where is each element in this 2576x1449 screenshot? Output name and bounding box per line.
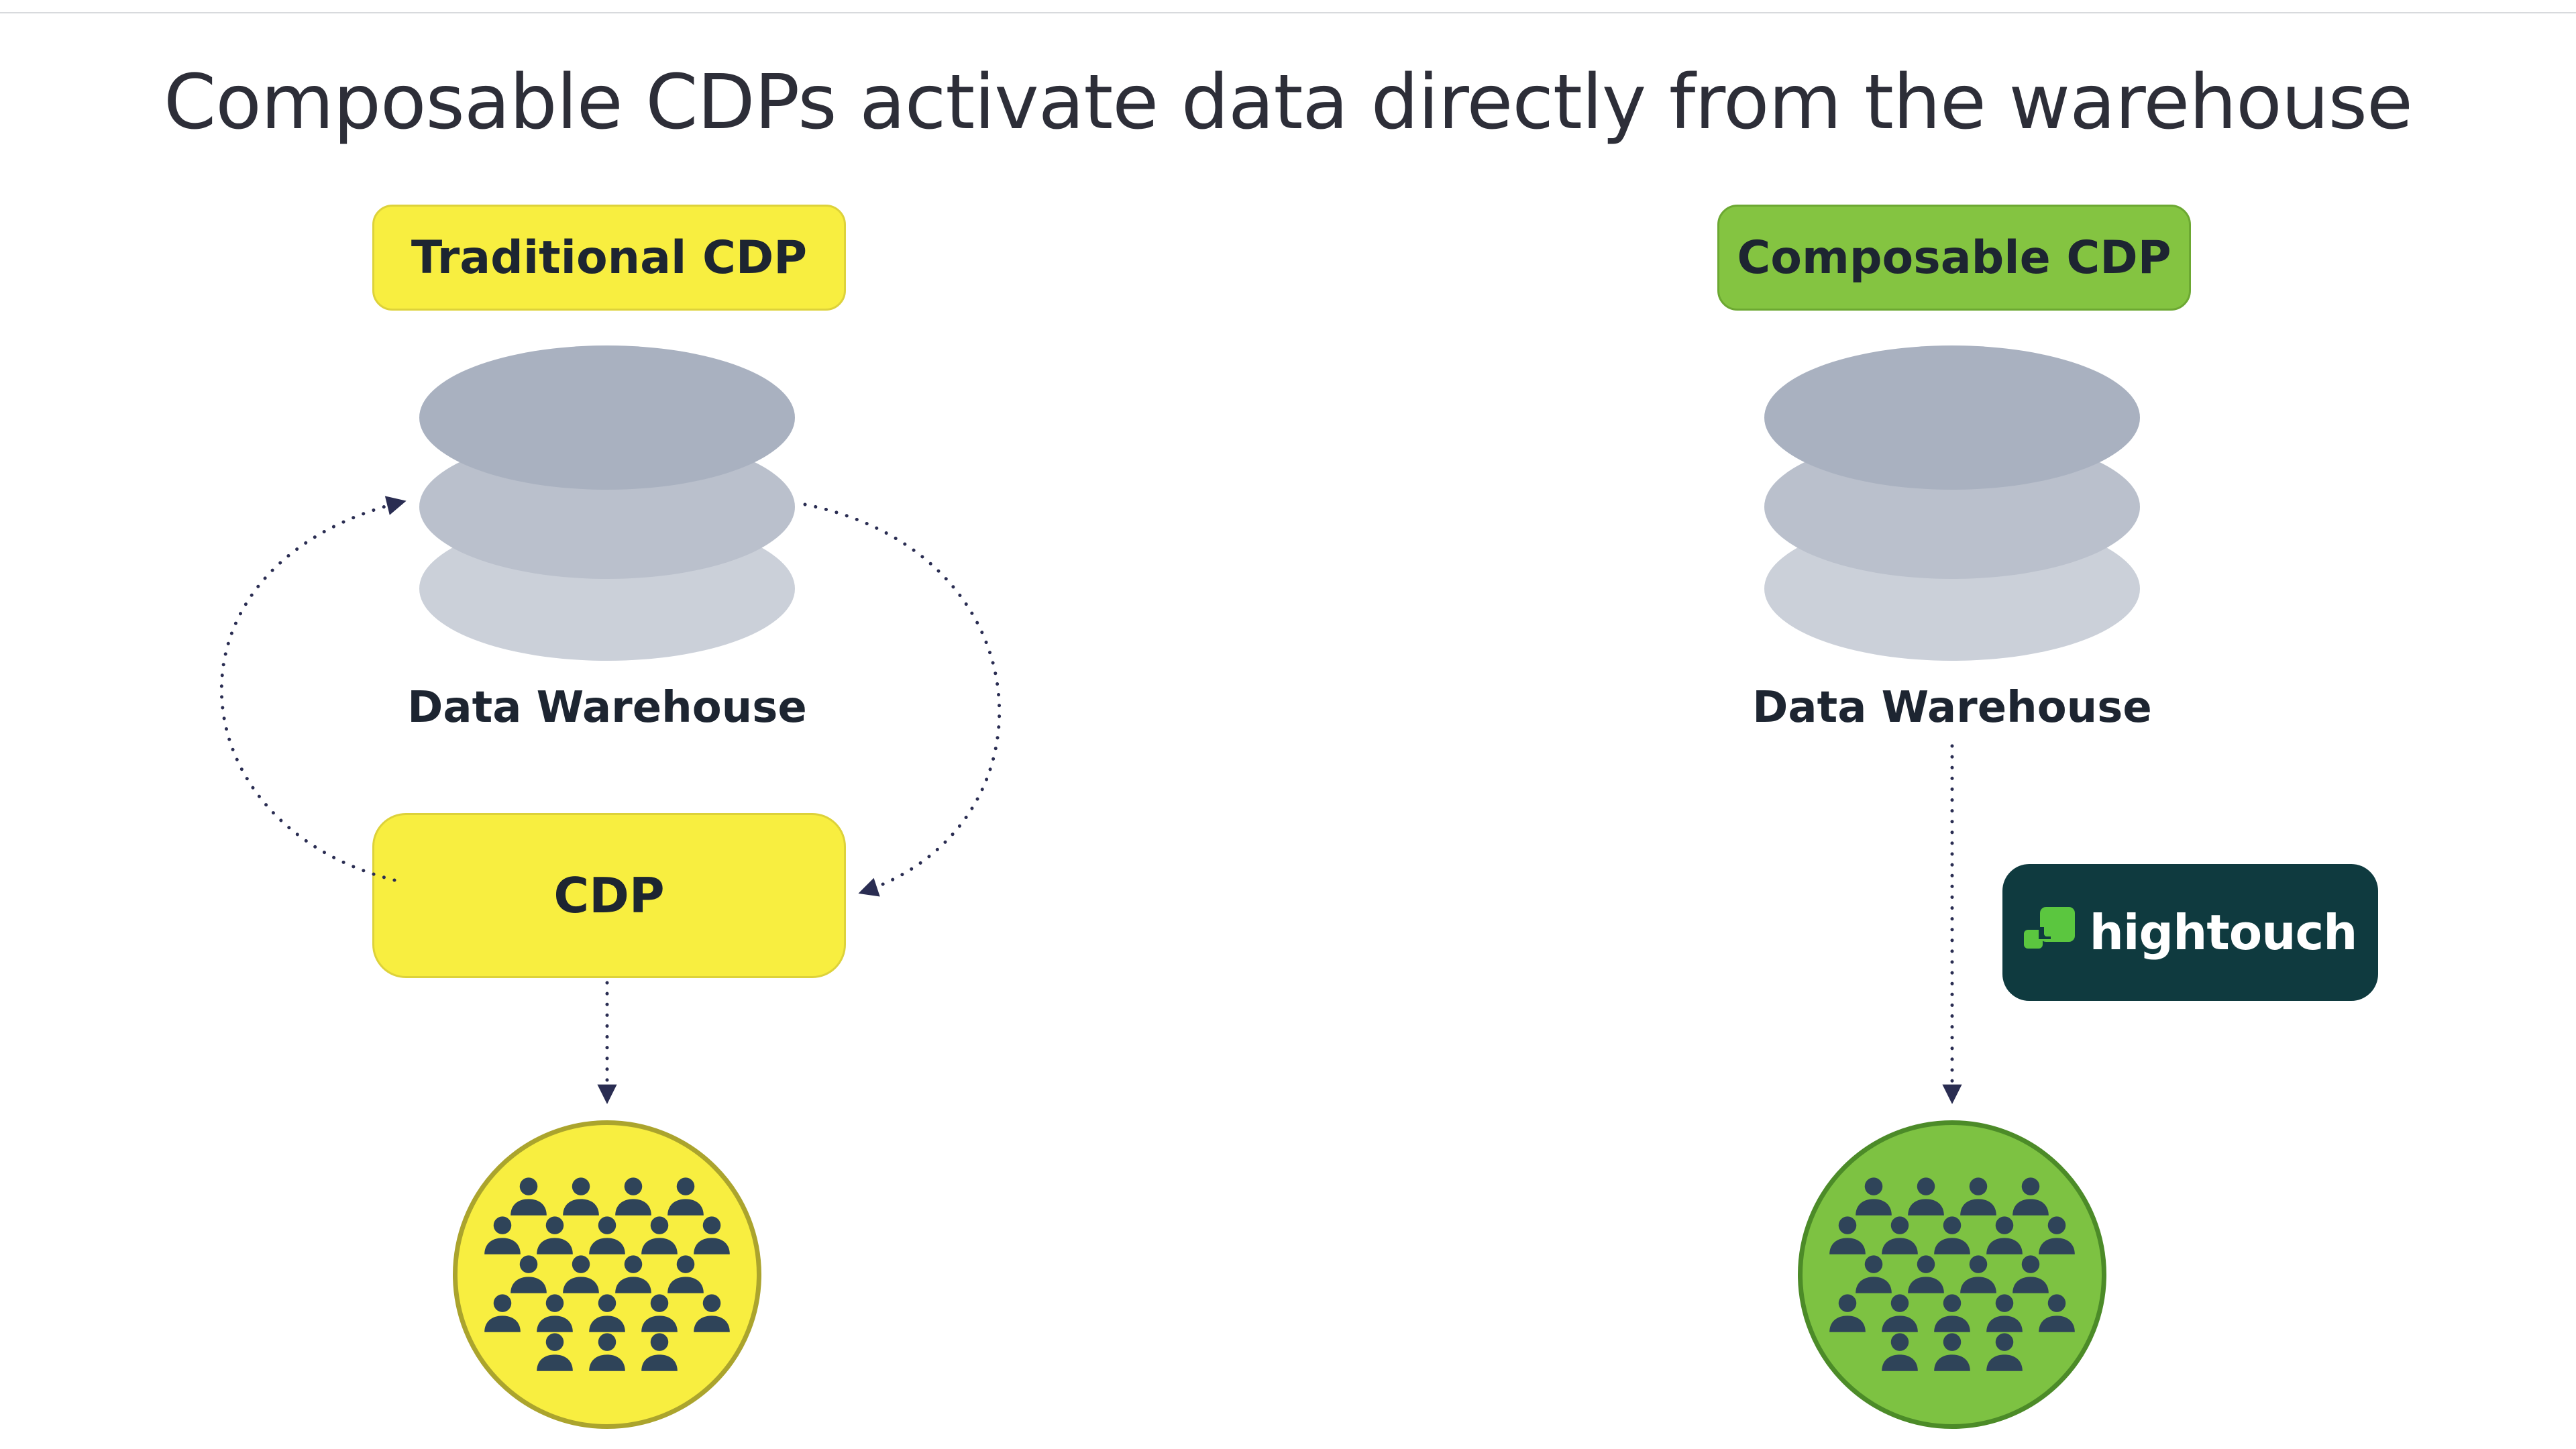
hightouch-logo-text: hightouch [2089,904,2358,961]
crowd-row [1847,1172,2057,1222]
page-title: Composable CDPs activate data directly f… [164,59,2413,146]
person-icon [537,1216,573,1254]
person-icon [589,1294,625,1332]
person-icon [563,1177,599,1216]
person-icon [1934,1294,1970,1332]
crowd-row [476,1289,738,1338]
person-icon [537,1294,573,1332]
person-icon [563,1255,599,1293]
cdp-box: CDP [372,813,846,978]
person-icon [589,1216,625,1254]
person-icon [641,1333,678,1371]
person-icon [1829,1294,1866,1332]
top-divider [0,12,2576,13]
person-icon [2012,1177,2049,1216]
person-icon [1882,1333,1918,1371]
person-icon [1934,1216,1970,1254]
person-icon [1856,1177,1892,1216]
traditional-cdp-badge-label: Traditional CDP [411,231,808,284]
hightouch-logo: hightouch [2002,864,2378,1001]
person-icon [1856,1255,1892,1293]
person-icon [667,1255,704,1293]
person-icon [1882,1216,1918,1254]
person-icon [694,1216,730,1254]
person-icon [1934,1333,1970,1371]
composable-cdp-badge-label: Composable CDP [1737,231,2171,284]
person-icon [1986,1333,2023,1371]
person-icon [1960,1255,1996,1293]
crowd-row [1847,1250,2057,1299]
person-icon [641,1216,678,1254]
person-icon [1829,1216,1866,1254]
audience-circle-composable [1798,1120,2106,1429]
cdp-box-label: CDP [553,867,665,924]
person-icon [1960,1177,1996,1216]
crowd-row [529,1328,686,1377]
warehouse-label-left: Data Warehouse [407,683,807,733]
person-icon [1908,1177,1944,1216]
person-icon [641,1294,678,1332]
person-icon [484,1216,521,1254]
crowd-row [502,1250,712,1299]
database-disk-top [419,345,795,490]
crowd-row [1874,1328,2031,1377]
traditional-cdp-badge: Traditional CDP [372,205,846,311]
crowd-row [1821,1289,2083,1338]
composable-cdp-badge: Composable CDP [1717,205,2191,311]
person-icon [667,1177,704,1216]
crowd-row [1821,1211,2083,1260]
person-icon [2039,1294,2075,1332]
person-icon [1986,1216,2023,1254]
person-icon [694,1294,730,1332]
crowd-row [502,1172,712,1222]
person-icon [537,1333,573,1371]
database-disk-top [1764,345,2140,490]
person-icon [1986,1294,2023,1332]
person-icon [615,1255,651,1293]
person-icon [511,1177,547,1216]
person-icon [1908,1255,1944,1293]
hightouch-logo-mark-icon [2023,907,2075,949]
person-icon [1882,1294,1918,1332]
crowd-row [476,1211,738,1260]
audience-circle-traditional [453,1120,761,1429]
person-icon [484,1294,521,1332]
person-icon [511,1255,547,1293]
person-icon [2012,1255,2049,1293]
person-icon [589,1333,625,1371]
warehouse-label-right: Data Warehouse [1752,683,2152,733]
person-icon [2039,1216,2075,1254]
person-icon [615,1177,651,1216]
